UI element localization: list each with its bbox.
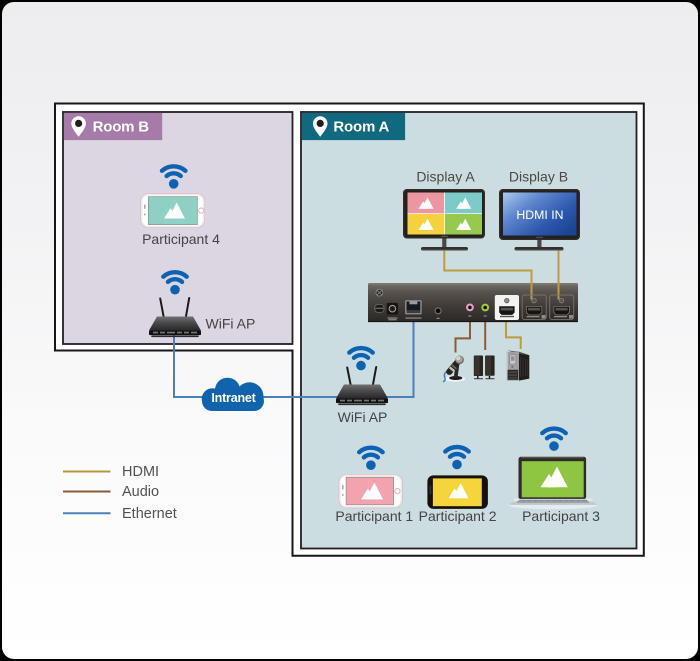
svg-text:WiFi AP: WiFi AP bbox=[338, 409, 388, 425]
svg-text:HDMI IN: HDMI IN bbox=[516, 208, 563, 222]
svg-text:Participant 4: Participant 4 bbox=[142, 231, 220, 247]
svg-text:WiFi AP: WiFi AP bbox=[206, 315, 256, 331]
svg-text:Room B: Room B bbox=[93, 119, 150, 136]
svg-text:Ethernet: Ethernet bbox=[122, 506, 177, 522]
svg-text:Room A: Room A bbox=[333, 119, 389, 136]
svg-text:Participant 2: Participant 2 bbox=[419, 508, 497, 524]
svg-text:Participant 3: Participant 3 bbox=[522, 508, 600, 524]
svg-text:Participant 1: Participant 1 bbox=[335, 508, 413, 524]
svg-text:Intranet: Intranet bbox=[211, 391, 256, 405]
svg-text:Display A: Display A bbox=[416, 169, 475, 185]
svg-text:Display B: Display B bbox=[509, 169, 568, 185]
svg-text:Audio: Audio bbox=[122, 484, 159, 500]
svg-text:HDMI: HDMI bbox=[122, 464, 159, 480]
